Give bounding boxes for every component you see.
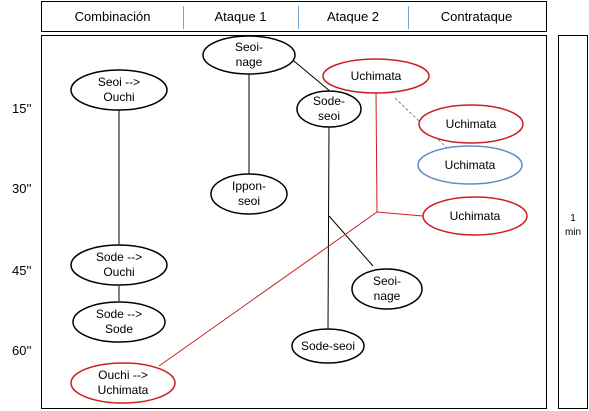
connector-to-seoi-nage-bottom [328, 215, 374, 267]
column-divider [408, 6, 409, 29]
node-uchimata-right2: Uchimata [449, 208, 501, 223]
header-row: Combinación Ataque 1 Ataque 2 Contrataqu… [41, 1, 547, 32]
node-sode-seoi-top-shape [296, 90, 362, 128]
node-seoi-nage-top-shape [202, 35, 296, 75]
connector-red-diagonal [158, 211, 378, 367]
node-uchimata-top-shape [322, 58, 430, 94]
node-uchimata-right1: Uchimata [445, 116, 497, 131]
node-uchimata-top: Uchimata [350, 68, 402, 83]
column-combinacion: Combinación [42, 2, 183, 31]
node-seoi-ouchi-shape [70, 69, 168, 111]
diagram-panel [41, 35, 547, 409]
node-sode-sode: Sode --> Sode [95, 307, 143, 336]
node-seoi-nage-bottom-shape [351, 268, 423, 310]
node-sode-seoi-top: Sode- seoi [312, 94, 346, 123]
column-label: Combinación [74, 9, 151, 24]
column-ataque-2: Ataque 2 [298, 2, 408, 31]
column-label: Ataque 2 [326, 9, 380, 24]
node-seoi-nage-bottom: Seoi- nage [372, 274, 401, 303]
node-seoi-ouchi: Seoi --> Ouchi [97, 75, 141, 104]
node-sode-sode-shape [72, 301, 166, 343]
node-sode-seoi-bottom: Sode-seoi [300, 338, 356, 353]
node-uchimata-right1-shape [418, 104, 524, 144]
time-label-45: 45'' [12, 263, 32, 278]
connector-sode-seoi-vertical [327, 125, 330, 330]
node-uchimata-right2-shape [422, 196, 528, 236]
column-divider [298, 6, 299, 29]
node-ouchi-uchimata: Ouchi --> Uchimata [97, 368, 149, 397]
column-label: Contrataque [440, 9, 513, 24]
column-divider [183, 6, 184, 29]
node-seoi-nage-top: Seoi- nage [234, 40, 263, 69]
column-ataque-1: Ataque 1 [183, 2, 298, 31]
node-sode-ouchi-shape [70, 244, 168, 286]
side-label: 1 min [564, 213, 582, 238]
connector-uchimata-red-vertical [375, 91, 378, 213]
time-label-60: 60'' [12, 343, 32, 358]
column-contrataque: Contrataque [408, 2, 545, 31]
node-uchimata-blue-shape [417, 145, 523, 185]
node-uchimata-blue: Uchimata [444, 157, 496, 172]
time-scale-box: 1 min [558, 35, 588, 409]
node-ippon-seoi-shape [210, 173, 288, 215]
column-label: Ataque 1 [214, 9, 267, 24]
node-sode-ouchi: Sode --> Ouchi [95, 250, 143, 279]
node-ippon-seoi: Ippon- seoi [231, 179, 267, 208]
connector-seoi-nage-to-sode-seoi [287, 55, 332, 93]
time-label-15: 15'' [12, 101, 32, 116]
connector-red-branch-right [376, 211, 424, 217]
node-ouchi-uchimata-shape [70, 362, 176, 404]
node-sode-seoi-bottom-shape [291, 328, 365, 364]
time-label-30: 30'' [12, 181, 32, 196]
